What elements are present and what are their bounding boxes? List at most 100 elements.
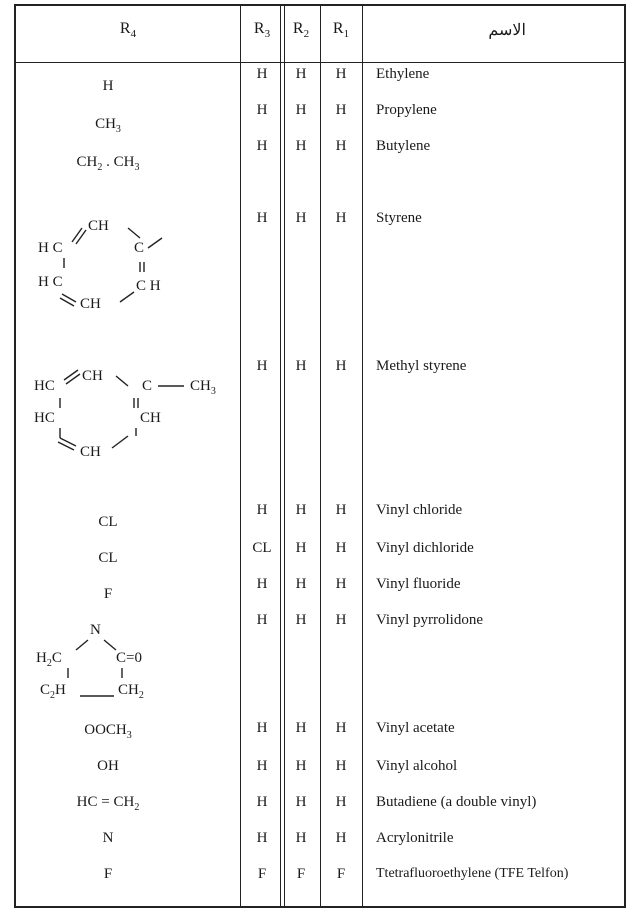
header-r2: R2 [292,20,310,41]
atom-label: CH [88,218,109,234]
methyl-styrene-structure: HC CH C CH3 HC CH CH [32,364,232,464]
header-r1: R1 [332,20,350,41]
atom-label: HC [34,378,55,394]
header-divider [16,62,624,63]
atom-label: C [142,378,153,394]
r3-value: CL [252,540,272,556]
header-name: الاسم [488,22,526,39]
atom-label: CH [80,444,101,460]
r3-value: H [256,102,268,118]
methyl-styrene-bonds [57,369,184,451]
r4-value: CH2 . CH3 [76,154,140,173]
monomer-name: Styrene [376,210,422,226]
atom-label: C [134,240,145,256]
r1-value: H [335,138,347,154]
monomer-name: Vinyl dichloride [376,540,474,556]
r2-value: H [295,576,307,592]
column-divider [240,6,241,906]
r1-value: H [335,540,347,556]
column-divider [284,6,285,906]
r4-value: F [103,866,113,882]
atom-label: HC [34,410,55,426]
r1-value: F [336,866,346,882]
monomer-name: Vinyl chloride [376,502,463,518]
r2-value: H [295,358,307,374]
r2-value: H [295,830,307,846]
monomer-name: Vinyl fluoride [376,576,461,592]
r4-value: CH3 [95,116,121,135]
monomer-name: Vinyl alcohol [376,758,458,774]
atom-label: C=0 [116,650,142,666]
r1-value: H [335,66,347,82]
r3-value: H [256,576,268,592]
r4-value: F [103,586,113,602]
r1-value: H [335,720,347,736]
column-divider [280,6,281,906]
pyrrolidone-structure: N H2C C=0 C2H CH2 [36,618,186,708]
r3-value: H [256,612,268,628]
r2-value: H [295,102,307,118]
r2-value: H [295,138,307,154]
r3-value: H [256,138,268,154]
atom-label: H C [38,240,63,256]
atom-label: C2H [40,682,66,701]
atom-label: CH [80,296,101,312]
monomer-name: Butadiene (a double vinyl) [376,794,537,810]
atom-label: CH2 [118,682,144,701]
styrene-bonds [59,227,163,307]
monomer-name: Acrylonitrile [376,830,454,846]
r3-value: H [256,758,268,774]
styrene-structure: CH C H C H C C H CH [36,214,176,314]
r1-value: H [335,502,347,518]
r3-value: H [256,502,268,518]
r3-value: H [256,794,268,810]
r2-value: H [295,612,307,628]
pyrrolidone-bonds [67,639,123,697]
monomer-name: Vinyl acetate [376,720,455,736]
r1-value: H [335,758,347,774]
atom-label: CH [82,368,103,384]
r2-value: H [295,794,307,810]
r1-value: H [335,576,347,592]
r1-value: H [335,102,347,118]
monomer-name: Ttetrafluoroethylene (TFE Telfon) [376,866,569,881]
atom-label: CH [140,410,161,426]
methyl-label: CH3 [190,378,216,397]
monomer-name: Methyl styrene [376,358,467,374]
header-r3: R3 [253,20,271,41]
column-divider [362,6,363,906]
r4-value: OH [97,758,119,774]
r2-value: H [295,210,307,226]
column-divider [320,6,321,906]
r3-value: H [256,210,268,226]
monomer-name: Vinyl pyrrolidone [376,612,483,628]
r4-value: OOCH3 [84,722,132,741]
r1-value: H [335,210,347,226]
r3-value: H [256,358,268,374]
r2-value: H [295,720,307,736]
monomer-name: Ethylene [376,66,430,82]
r1-value: H [335,612,347,628]
r4-value: N [102,830,114,846]
monomer-name: Butylene [376,138,431,154]
r2-value: H [295,540,307,556]
r1-value: H [335,794,347,810]
r2-value: F [296,866,306,882]
monomer-name: Propylene [376,102,437,118]
r2-value: H [295,758,307,774]
atom-label: H C [38,274,63,290]
atom-label: N [90,622,101,638]
r4-value: CL [98,514,118,530]
r4-value: HC = CH2 [76,794,140,813]
r3-value: H [256,66,268,82]
r3-value: F [257,866,267,882]
r3-value: H [256,720,268,736]
r2-value: H [295,502,307,518]
r4-value: CL [98,550,118,566]
r2-value: H [295,66,307,82]
atom-label: C H [136,278,161,294]
r1-value: H [335,358,347,374]
header-r4: R4 [119,20,137,41]
atom-label: H2C [36,650,62,669]
r3-value: H [256,830,268,846]
